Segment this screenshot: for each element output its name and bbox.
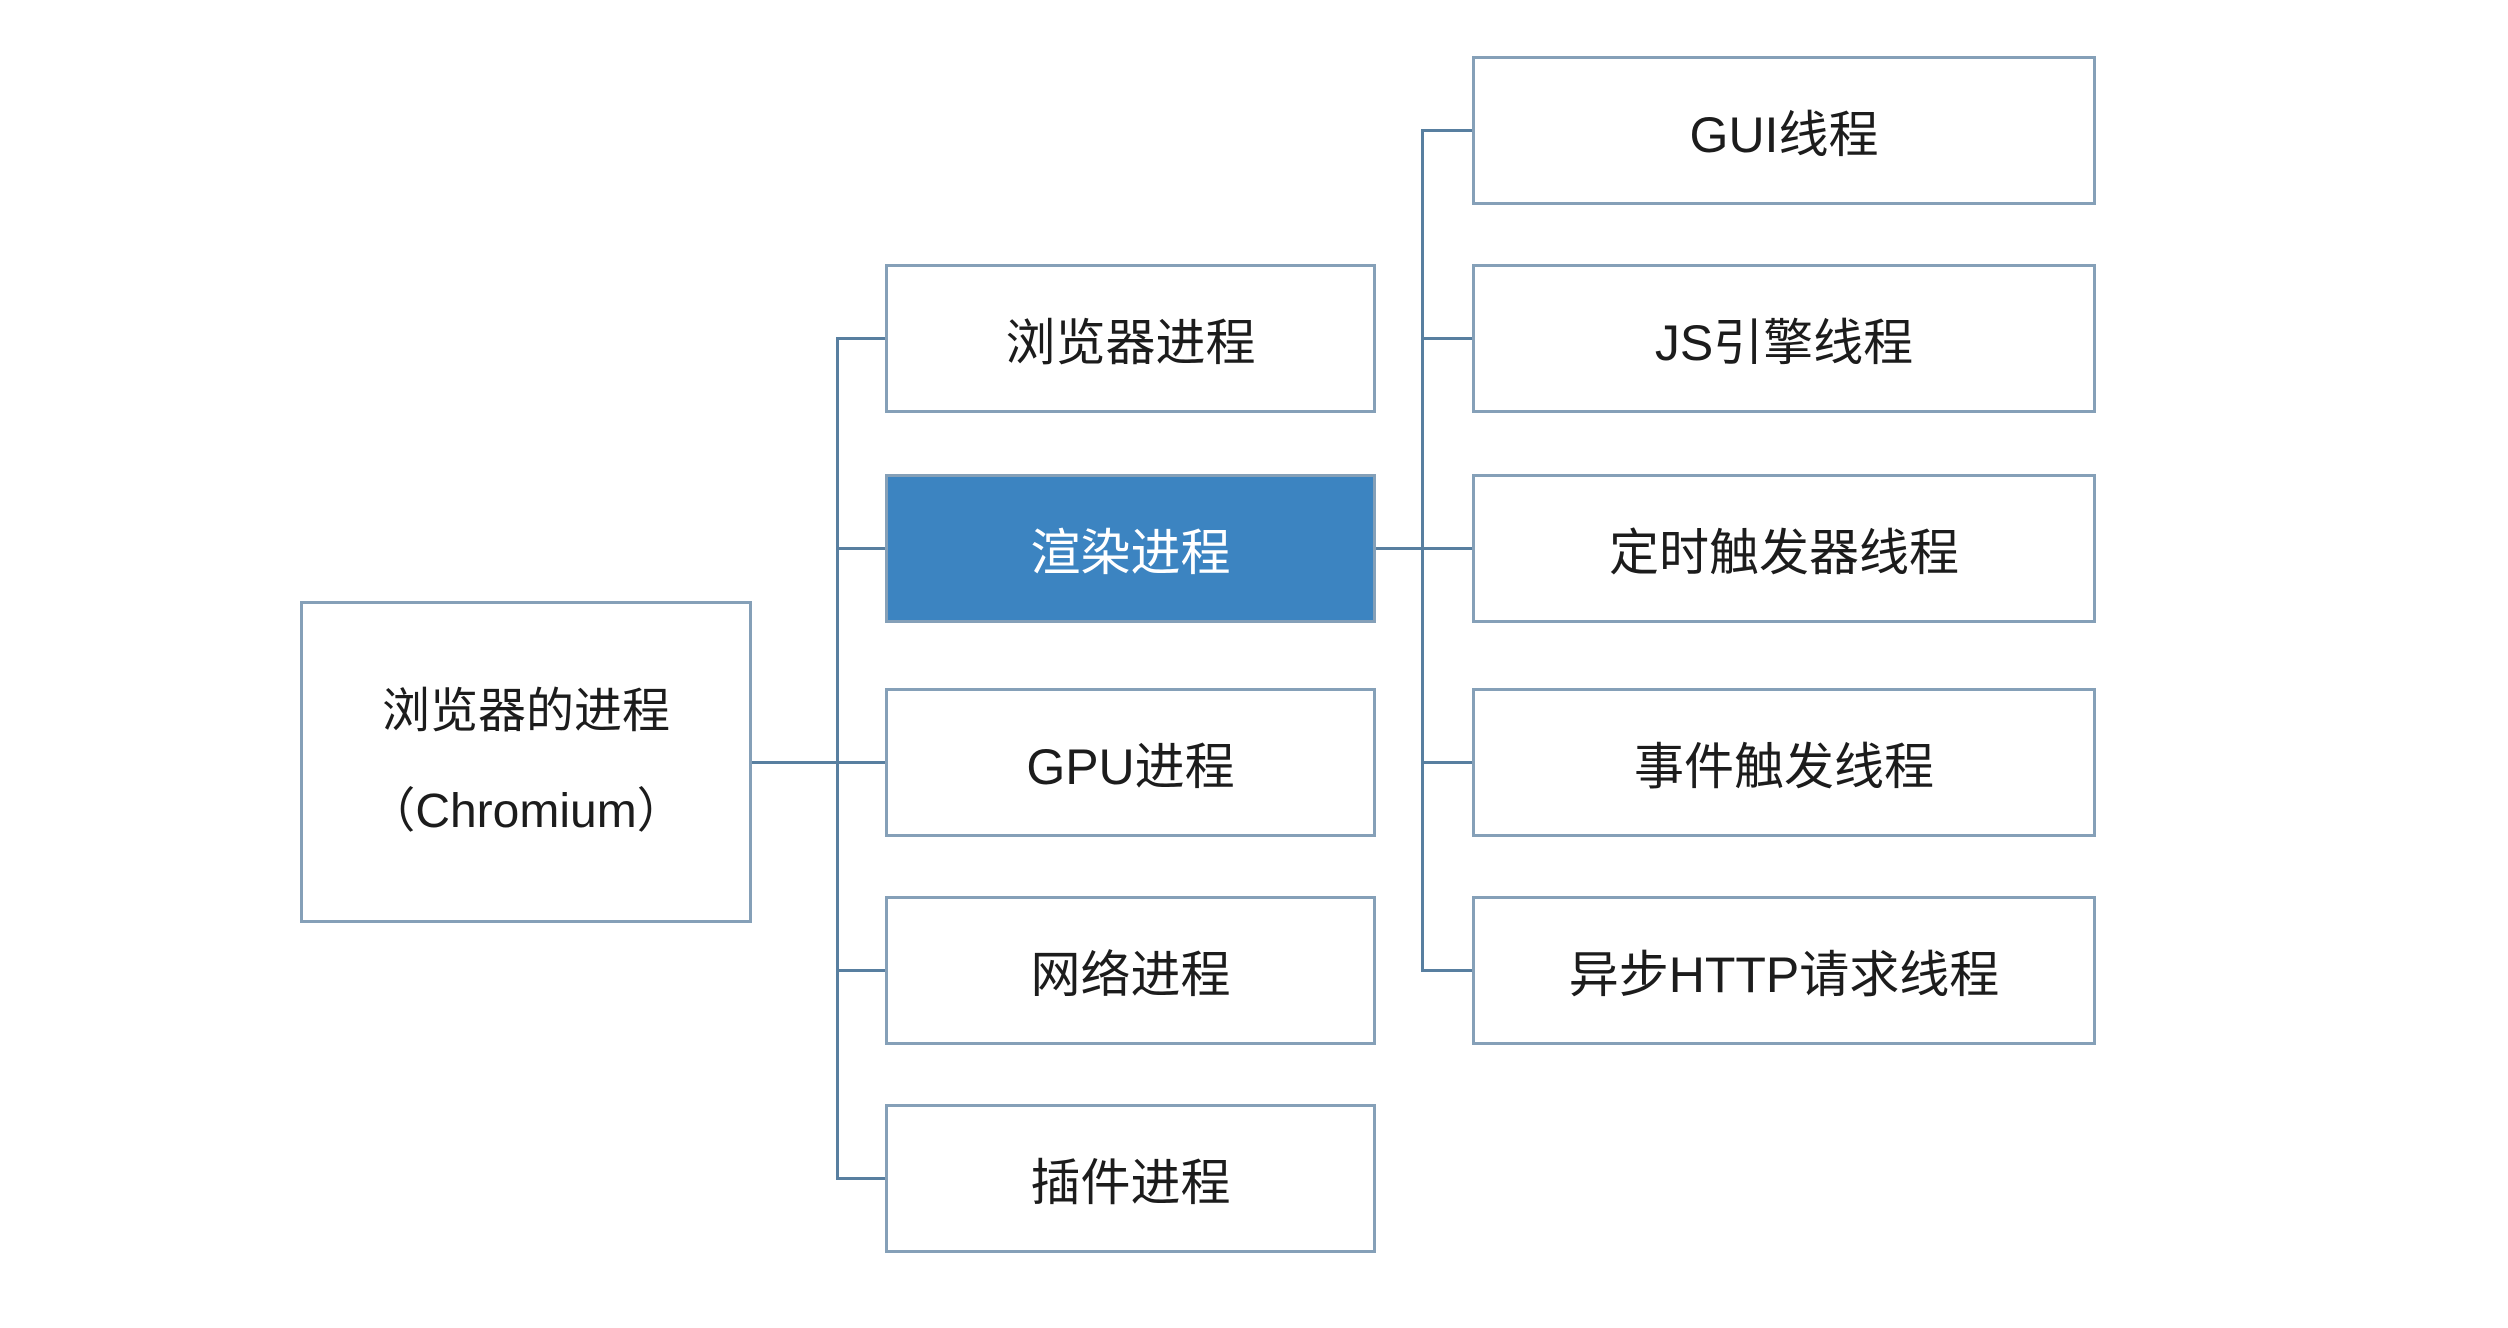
node-async-http-thread: 异步HTTP请求线程 bbox=[1472, 896, 2096, 1045]
node-browser-root: 浏览器的进程 （Chromium） bbox=[300, 601, 752, 923]
node-browser-process-label: 浏览器进程 bbox=[1005, 314, 1256, 371]
node-browser-process: 浏览器进程 bbox=[885, 264, 1376, 413]
connector-browser-process-stub bbox=[836, 337, 888, 340]
connector-render-process-stub bbox=[836, 547, 888, 550]
connector-http-thread-stub bbox=[1421, 969, 1475, 972]
node-js-engine-thread: JS引擎线程 bbox=[1472, 264, 2096, 413]
node-async-http-thread-label: 异步HTTP请求线程 bbox=[1568, 946, 2000, 1003]
connector-network-process-stub bbox=[836, 969, 888, 972]
connector-js-thread-stub bbox=[1421, 337, 1475, 340]
node-browser-root-label-line2: （Chromium） bbox=[367, 785, 685, 838]
node-timer-trigger-thread-label: 定时触发器线程 bbox=[1609, 524, 1959, 581]
node-plugin-process-label: 插件进程 bbox=[1030, 1154, 1231, 1211]
node-gui-thread: GUI线程 bbox=[1472, 56, 2096, 205]
node-gpu-process: GPU进程 bbox=[885, 688, 1376, 837]
node-browser-root-label-line1: 浏览器的进程 bbox=[381, 685, 670, 738]
node-gui-thread-label: GUI线程 bbox=[1689, 106, 1879, 163]
node-network-process-label: 网络进程 bbox=[1030, 946, 1231, 1003]
node-js-engine-thread-label: JS引擎线程 bbox=[1654, 314, 1914, 371]
connector-plugin-process-stub bbox=[836, 1177, 888, 1180]
node-network-process: 网络进程 bbox=[885, 896, 1376, 1045]
node-gpu-process-label: GPU进程 bbox=[1026, 738, 1235, 795]
node-event-trigger-thread-label: 事件触发线程 bbox=[1634, 738, 1934, 795]
connector-render-to-threads bbox=[1376, 547, 1475, 550]
connector-event-thread-stub bbox=[1421, 761, 1475, 764]
node-event-trigger-thread: 事件触发线程 bbox=[1472, 688, 2096, 837]
node-render-process: 渲染进程 bbox=[885, 474, 1376, 623]
connector-left-trunk bbox=[836, 337, 839, 1180]
node-plugin-process: 插件进程 bbox=[885, 1104, 1376, 1253]
node-timer-trigger-thread: 定时触发器线程 bbox=[1472, 474, 2096, 623]
connector-gui-thread-stub bbox=[1421, 129, 1475, 132]
node-render-process-label: 渲染进程 bbox=[1030, 524, 1231, 581]
connector-root-to-trunk bbox=[752, 761, 888, 764]
connector-right-trunk bbox=[1421, 129, 1424, 972]
